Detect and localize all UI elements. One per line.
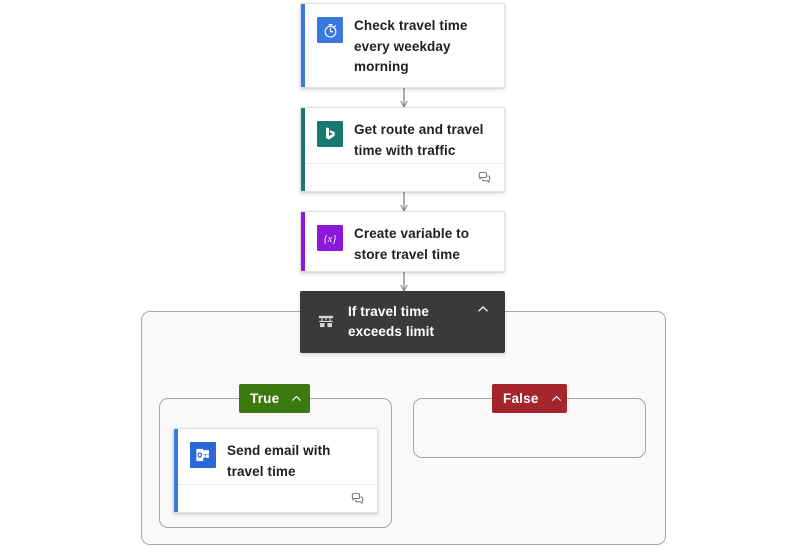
outlook-icon xyxy=(190,442,216,468)
node-accent-bar xyxy=(174,429,178,512)
node-header: Check travel time every weekday morning xyxy=(301,4,504,87)
node-title: Check travel time every weekday morning xyxy=(354,18,468,74)
node-get-route[interactable]: Get route and travel time with traffic xyxy=(300,107,505,192)
svg-text:{x}: {x} xyxy=(324,234,336,245)
node-header: {x} Create variable to store travel time xyxy=(301,212,504,271)
branch-label-text: False xyxy=(503,391,539,406)
bing-maps-icon xyxy=(317,121,343,147)
comment-icon[interactable] xyxy=(477,170,492,185)
variable-icon: {x} xyxy=(317,225,343,251)
branch-label-text: True xyxy=(250,391,280,406)
node-send-email[interactable]: Send email with travel time xyxy=(173,428,378,513)
branch-label-false[interactable]: False xyxy=(492,384,567,413)
branch-label-true[interactable]: True xyxy=(239,384,310,413)
node-check-travel-time[interactable]: Check travel time every weekday morning xyxy=(300,3,505,88)
node-header: Get route and travel time with traffic xyxy=(301,108,504,173)
node-header: Send email with travel time xyxy=(174,429,377,494)
node-create-variable[interactable]: {x} Create variable to store travel time xyxy=(300,211,505,272)
node-accent-bar xyxy=(301,212,305,271)
chevron-up-icon[interactable] xyxy=(473,299,493,319)
node-accent-bar xyxy=(301,4,305,87)
node-footer xyxy=(305,163,504,191)
node-accent-bar xyxy=(301,108,305,191)
condition-icon xyxy=(314,310,338,334)
node-footer xyxy=(178,484,377,512)
node-condition-travel-time[interactable]: If travel time exceeds limit xyxy=(300,291,505,353)
stopwatch-icon xyxy=(317,17,343,43)
chevron-up-icon[interactable] xyxy=(550,391,563,407)
node-title: If travel time exceeds limit xyxy=(348,304,435,339)
chevron-up-icon[interactable] xyxy=(290,391,303,407)
comment-icon[interactable] xyxy=(350,491,365,506)
node-title: Send email with travel time xyxy=(227,443,331,479)
node-title: Get route and travel time with traffic xyxy=(354,122,484,158)
node-title: Create variable to store travel time xyxy=(354,226,470,262)
